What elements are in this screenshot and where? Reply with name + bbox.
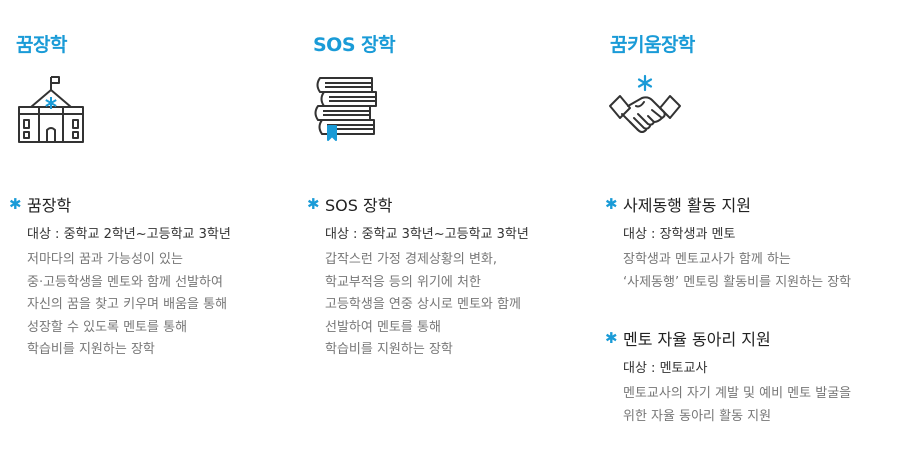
item-title: 꿈장학: [27, 196, 72, 215]
item-description: 갑작스런 가정 경제상황의 변화, 학교부적응 등의 위기에 처한 고등학생을 …: [325, 249, 529, 362]
item-title: 멘토 자율 동아리 지원: [623, 330, 771, 349]
description-line: 학교부적응 등의 위기에 처한: [325, 274, 481, 290]
scholarship-column-sos: SOS 장학 ✱ SOS 장학 대상 : 중학교 3학년~: [300, 0, 600, 451]
item-title: SOS 장학: [325, 196, 393, 215]
description-line: 멘토교사의 자기 계발 및 예비 멘토 발굴을: [623, 386, 852, 401]
description-line: 자신의 꿈을 찾고 키우며 배움을 통해: [27, 297, 228, 312]
school-building-icon: [14, 72, 88, 146]
description-line: 갑작스런 가정 경제상황의 변화,: [325, 252, 498, 267]
list-item: ✱ 멘토 자율 동아리 지원 대상 : 멘토교사 멘토교사의 자기 계발 및 예…: [605, 326, 851, 428]
column-title: SOS 장학: [313, 34, 396, 56]
item-target: 대상 : 멘토교사: [623, 361, 708, 376]
description-line: 선발하여 멘토를 통해: [325, 319, 441, 335]
description-line: 학습비를 지원하는 장학: [27, 342, 155, 357]
description-line: 장학생과 멘토교사가 함께 하는: [623, 252, 791, 267]
snowflake-bullet-icon: ✱: [307, 194, 320, 213]
snowflake-bullet-icon: ✱: [605, 194, 618, 213]
item-target: 대상 : 장학생과 멘토: [623, 227, 736, 242]
list-item: ✱ 사제동행 활동 지원 대상 : 장학생과 멘토 장학생과 멘토교사가 함께 …: [605, 192, 851, 294]
column-title: 꿈키움장학: [610, 34, 695, 56]
description-line: 저마다의 꿈과 가능성이 있는: [27, 252, 183, 267]
item-description: 멘토교사의 자기 계발 및 예비 멘토 발굴을 위한 자율 동아리 활동 지원: [623, 383, 851, 428]
book-stack-icon: [310, 72, 384, 146]
scholarship-column-dream-growth: 꿈키움장학 ✱ 사제동행 활동 지원: [600, 0, 902, 451]
list-item: ✱ 꿈장학 대상 : 중학교 2학년~고등학교 3학년 저마다의 꿈과 가능성이…: [9, 192, 231, 362]
description-line: 중·고등학생을 멘토와 함께 선발하여: [27, 274, 223, 290]
item-description: 저마다의 꿈과 가능성이 있는 중·고등학생을 멘토와 함께 선발하여 자신의 …: [27, 249, 231, 362]
description-line: 성장할 수 있도록 멘토를 통해: [27, 319, 188, 335]
column-title: 꿈장학: [16, 34, 67, 56]
snowflake-bullet-icon: ✱: [9, 194, 22, 213]
description-line: 고등학생을 연중 상시로 멘토와 함께: [325, 297, 521, 312]
item-target: 대상 : 중학교 3학년~고등학교 3학년: [325, 227, 529, 242]
snowflake-bullet-icon: ✱: [605, 328, 618, 347]
description-line: ‘사제동행’ 멘토링 활동비를 지원하는 장학: [623, 274, 852, 290]
scholarship-column-dream: 꿈장학: [0, 0, 300, 451]
description-line: 위한 자율 동아리 활동 지원: [623, 408, 772, 424]
item-description: 장학생과 멘토교사가 함께 하는 ‘사제동행’ 멘토링 활동비를 지원하는 장학: [623, 249, 851, 294]
item-title: 사제동행 활동 지원: [623, 196, 751, 215]
list-item: ✱ SOS 장학 대상 : 중학교 3학년~고등학교 3학년 갑작스런 가정 경…: [307, 192, 529, 362]
handshake-icon: [608, 72, 682, 146]
description-line: 학습비를 지원하는 장학: [325, 342, 453, 357]
item-target: 대상 : 중학교 2학년~고등학교 3학년: [27, 227, 231, 242]
